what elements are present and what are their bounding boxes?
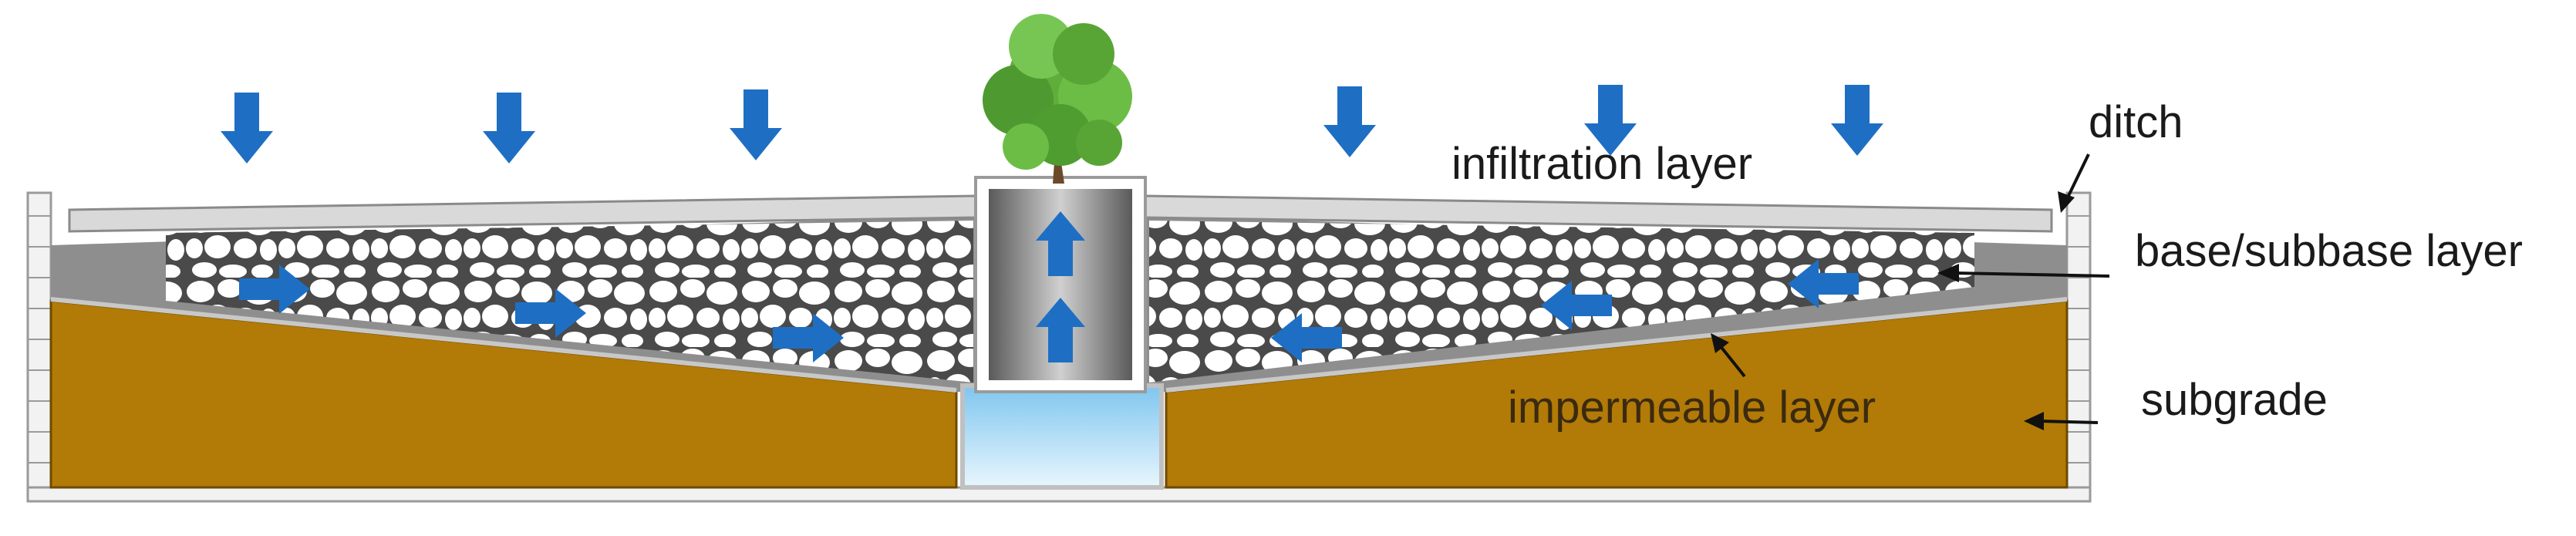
impermeable-membrane-left: [50, 297, 957, 393]
rain-arrow-icon: [730, 89, 782, 160]
rain-arrow-icon: [483, 93, 535, 163]
subgrade-label: subgrade: [2141, 375, 2328, 425]
infiltration-layer-label: infiltration layer: [1452, 139, 1752, 189]
left-wall: [26, 191, 52, 503]
ditch-label: ditch: [2089, 97, 2183, 147]
ditch-leader: [2058, 153, 2090, 213]
flow-arrow-left-icon: [1788, 259, 1859, 308]
water-channel: [960, 383, 1164, 490]
flow-arrow-right-icon: [515, 288, 586, 338]
impermeable-layer-label: impermeable layer: [1508, 383, 1876, 433]
rain-arrow-icon: [1323, 86, 1376, 157]
rain-arrow-icon: [1584, 85, 1637, 156]
flow-arrow-up-icon: [1036, 211, 1085, 276]
base-subbase-layer-label: base/subbase layer: [2135, 226, 2523, 276]
rain-arrow-icon: [1831, 85, 1883, 156]
flow-arrow-left-icon: [1271, 313, 1342, 362]
impermeable-membrane-right: [1165, 297, 2068, 393]
flow-arrow-up-icon: [1036, 298, 1085, 362]
flow-arrow-left icon: [1541, 281, 1612, 330]
subgrade-leader: [2024, 412, 2099, 430]
impermeable-leader: [1711, 333, 1746, 378]
rain-arrow-icon: [221, 93, 273, 163]
flow-arrow-right-icon: [773, 313, 844, 362]
right-wall: [2065, 191, 2092, 503]
tree-icon: [983, 14, 1132, 184]
base-subbase-leader: [1937, 264, 2110, 282]
flow-arrow-right-icon: [239, 265, 310, 314]
